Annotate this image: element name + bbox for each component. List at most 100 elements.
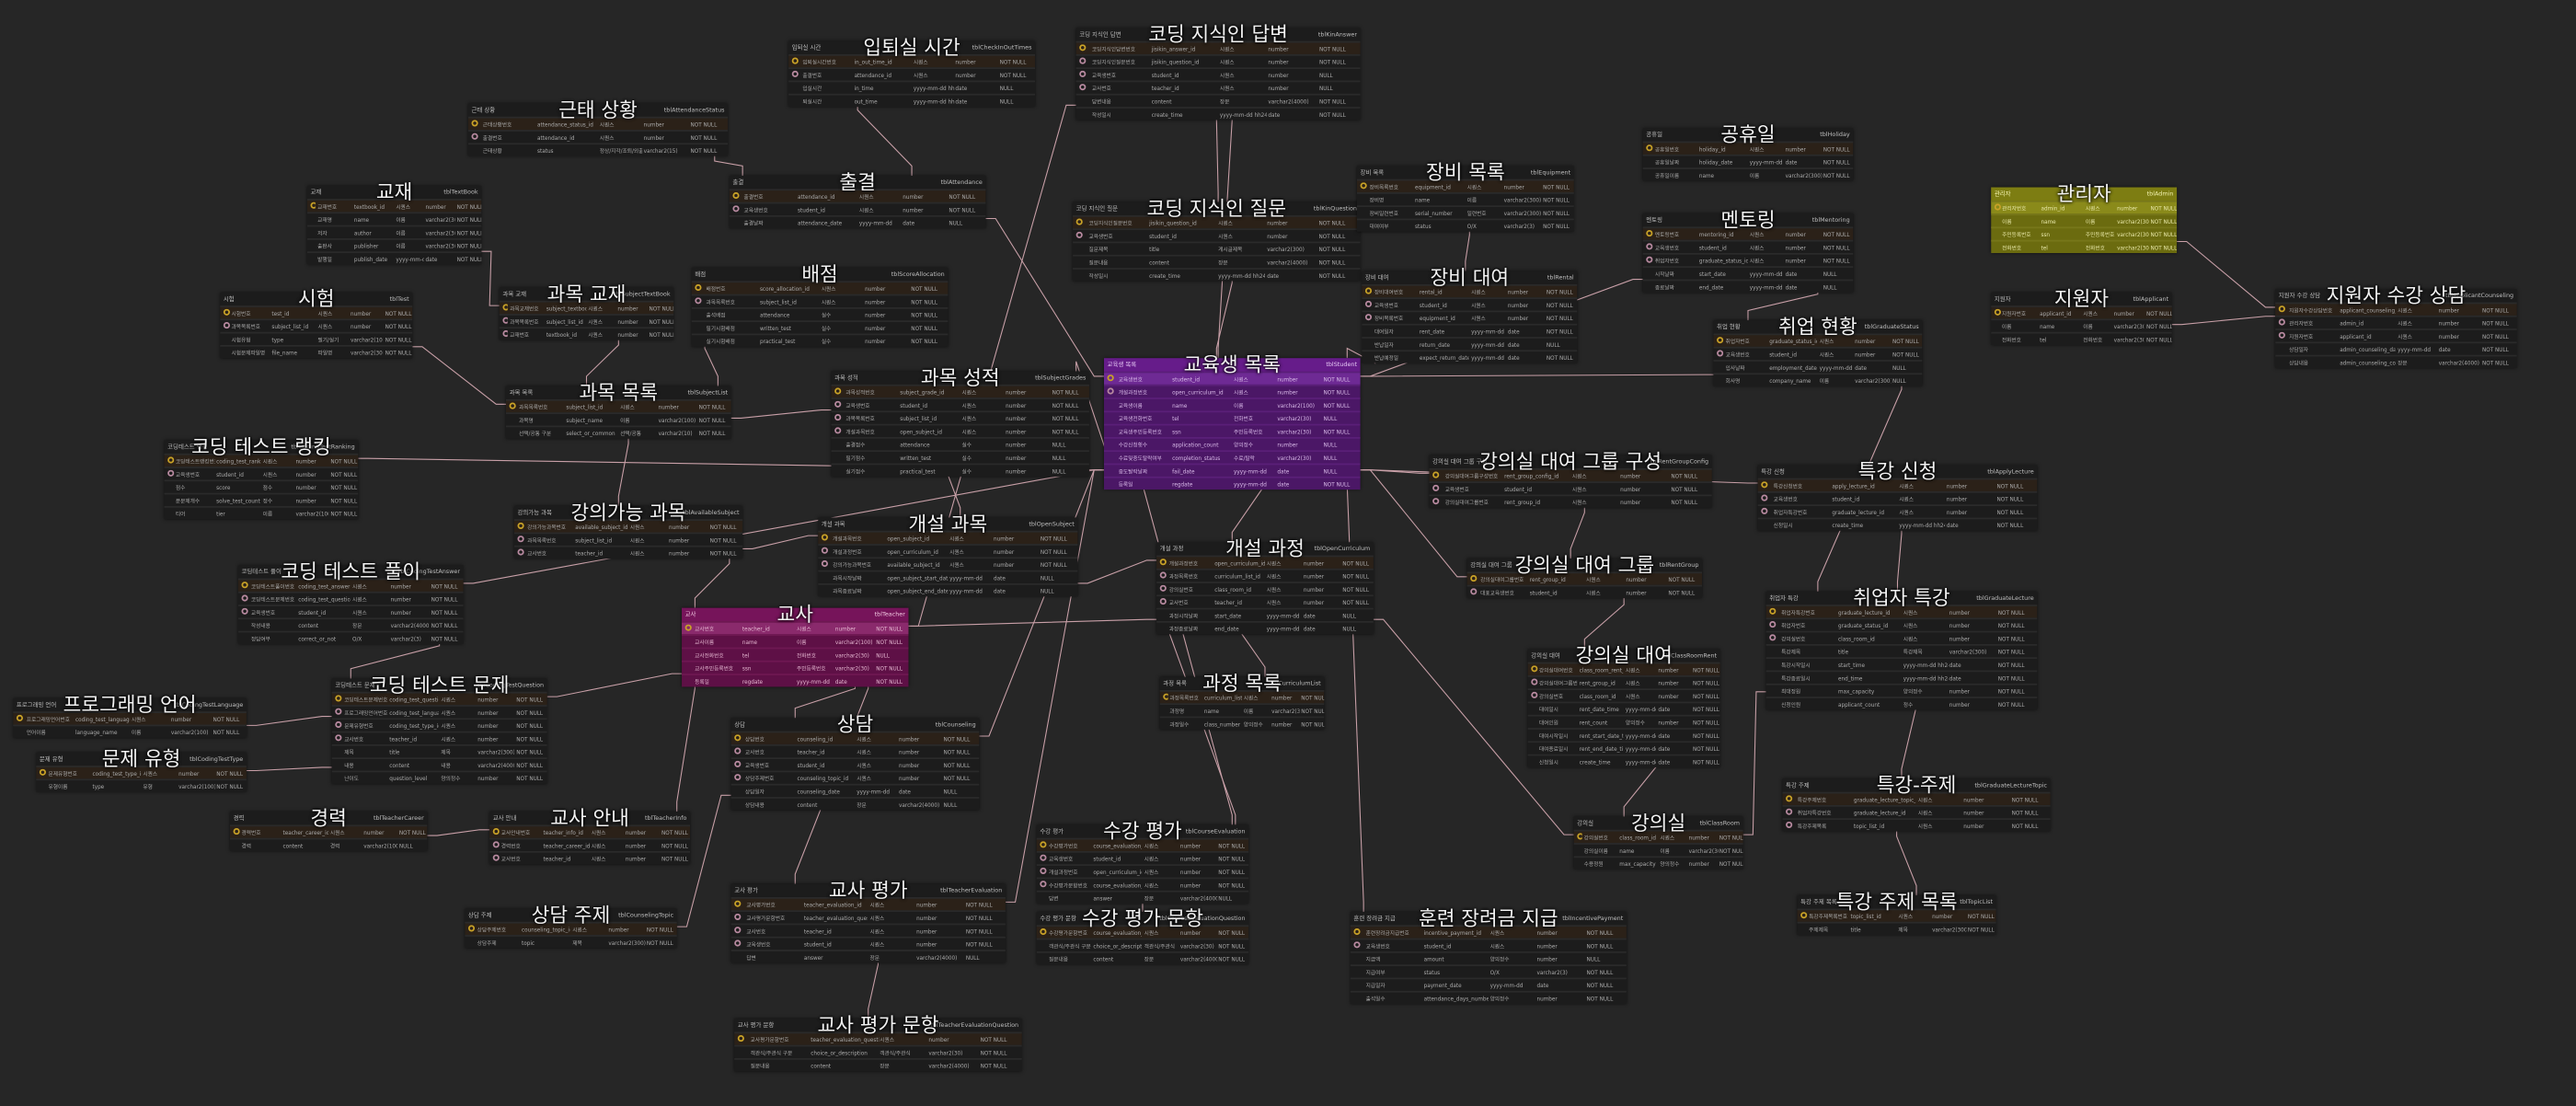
table-counseltopic[interactable]: 상담 주제 tblCounselingTopic 상담 주제 상담주제번호 co…	[465, 904, 677, 949]
relationship-line[interactable]	[1142, 475, 1233, 825]
table-header[interactable]: 강의실 대여 그룹 구성 tblRentGroupConfig 강의실 대여 그…	[1430, 450, 1712, 473]
column-row[interactable]: 교육생번호 student_id 시퀀스 number NOT NULL	[1757, 490, 2038, 504]
relationship-line[interactable]	[742, 535, 819, 549]
column-row[interactable]: 지원자번호 applicant_id 시퀀스 number NOT NULL	[2275, 328, 2517, 341]
table-holiday[interactable]: 공휴일 tblHoliday 공휴일 공휴일번호 holiday_id 시퀀스 …	[1642, 123, 1854, 181]
table-score[interactable]: 배점 tblScoreAllocation 배점 배점번호 score_allo…	[691, 263, 949, 347]
table-header[interactable]: 시험 tblTest 시험	[220, 287, 412, 310]
column-row[interactable]: 강의실번호 class_room_id 시퀀스 number NOT NULL	[1156, 582, 1374, 594]
column-row[interactable]: 상담주제번호 counseling_topic_id 시퀀스 number NO…	[465, 921, 677, 936]
column-row[interactable]: 개설과정번호 open_curriculum_id 시퀀스 number NOT…	[1036, 864, 1249, 877]
table-lecturetopic[interactable]: 특강 주제 tblGraduateLectureTopic 특강-주제 특강주제…	[1782, 774, 2051, 832]
column-row[interactable]: 대여일자 rent_date yyyy-mm-dd date NOT NULL	[1362, 323, 1578, 337]
table-student[interactable]: 교육생 목록 tblStudent 교육생 목록 교육생번호 student_i…	[1103, 353, 1361, 490]
column-row[interactable]: 필기시험배점 written_test 실수 number NOT NULL	[691, 320, 949, 333]
column-row[interactable]: 과정종료날짜 end_date yyyy-mm-dd date NULL	[1156, 620, 1374, 634]
column-row[interactable]: 교육생번호 student_id 시퀀스 number NOT NULL	[237, 605, 464, 617]
table-kinanswer[interactable]: 코딩 지식인 답변 tblKinAnswer 코딩 지식인 답변 코딩지식인답변…	[1075, 23, 1361, 121]
column-row[interactable]: 이름 name 이름 varchar2(30) NOT NULL	[1991, 213, 2178, 226]
table-header[interactable]: 입퇴실 시간 tblCheckInOutTimes 입퇴실 시간	[788, 36, 1035, 59]
column-row[interactable]: 코딩테스트랭킹번호 coding_test_ranking_id 시퀀스 num…	[164, 453, 359, 467]
column-row[interactable]: 교사전화번호 tel 전화번호 varchar2(30) NULL	[682, 647, 909, 661]
table-currlist[interactable]: 과정 목록 tblCurriculumList 과정 목록 과정목록번호 cur…	[1159, 672, 1325, 730]
column-row[interactable]: 답변 answer 장문 varchar2(4000) NULL	[1036, 890, 1249, 904]
table-header[interactable]: 경력 tblTeacherCareer 경력	[230, 807, 427, 830]
column-row[interactable]: 선택/공통 구분 select_or_common 선택/공통 varchar2…	[505, 425, 731, 438]
column-row[interactable]: 강의실대여그룹번호 rent_group_id 시퀀스 number NOT N…	[1429, 494, 1712, 507]
relationship-line[interactable]	[1215, 109, 1219, 202]
table-availsubj[interactable]: 강의가능 과목 tblAvailableSubject 강의가능 과목 강의가능…	[513, 501, 743, 559]
column-row[interactable]: 과정시작날짜 start_date yyyy-mm-dd date NULL	[1156, 607, 1374, 621]
column-row[interactable]: 신청일시 create_time yyyy-mm-dd hh24:mi date…	[1757, 517, 2038, 530]
table-header[interactable]: 근태 상황 tblAttendanceStatus 근태 상황	[468, 98, 728, 121]
table-opencurr[interactable]: 개설 과정 tblOpenCurriculum 개설 과정 개설과정번호 ope…	[1156, 537, 1374, 635]
relationship-line[interactable]	[246, 716, 332, 726]
table-header[interactable]: 강의실 tblClassRoom 강의실	[1574, 812, 1743, 835]
table-checkinout[interactable]: 입퇴실 시간 tblCheckInOutTimes 입퇴실 시간 입퇴실시간번호…	[788, 36, 1035, 108]
column-row[interactable]: 난이도 question_level 양의정수 number NOT NULL	[331, 770, 547, 783]
column-row[interactable]: 지원자수강상담번호 applicant_counseling_id 시퀀스 nu…	[2275, 302, 2517, 316]
column-row[interactable]: 교육생번호 student_id 시퀀스 number NOT NULL	[729, 202, 986, 215]
table-header[interactable]: 특강 주제 tblGraduateLectureTopic 특강-주제	[1782, 774, 2050, 797]
table-mentoring[interactable]: 멘토링 tblMentoring 멘토링 멘토링번호 mentoring_id …	[1642, 209, 1854, 293]
column-row[interactable]: 교사주민등록번호 ssn 주민등록번호 varchar2(30) NOT NUL…	[682, 660, 909, 674]
column-row[interactable]: 교육생번호 student_id 시퀀스 number NOT NULL	[1073, 228, 1361, 241]
relationship-line[interactable]	[617, 433, 629, 506]
table-gradstatus[interactable]: 취업 현황 tblGraduateStatus 취업 현황 취업자번호 grad…	[1713, 316, 1923, 386]
column-row[interactable]: 교육생번호 student_id 시퀀스 number NULL	[1075, 67, 1361, 80]
table-header[interactable]: 교사 tblTeacher 교사	[682, 603, 909, 626]
column-row[interactable]: 지원자번호 applicant_id 시퀀스 number NOT NULL	[1991, 305, 2172, 319]
column-row[interactable]: 지급액 amount 양의정수 number NULL	[1350, 950, 1627, 964]
table-header[interactable]: 상담 tblCounseling 상담	[731, 713, 980, 736]
table-header[interactable]: 특강 신청 tblApplyLecture 특강 신청	[1758, 460, 2038, 483]
column-row[interactable]: 점수 score 점수 number NOT NULL	[164, 479, 359, 492]
column-row[interactable]: 제목 title 제목 varchar2(300) NOT NULL	[331, 743, 547, 757]
column-row[interactable]: 과정목록번호 curriculum_list_id 시퀀스 number NOT…	[1156, 568, 1374, 582]
column-row[interactable]: 등록일 regdate yyyy-mm-dd date NOT NULL	[682, 674, 909, 686]
column-row[interactable]: 교육생번호 student_id 시퀀스 number NOT NULL	[1036, 850, 1249, 864]
table-career[interactable]: 경력 tblTeacherCareer 경력 경력번호 teacher_care…	[229, 807, 428, 851]
column-row[interactable]: 특강주제목록 topic_list_id 시퀀스 number NOT NULL	[1782, 818, 2051, 831]
table-header[interactable]: 과목 교재 tblSubjectTextBook 과목 교재	[500, 282, 673, 305]
column-row[interactable]: 교재번호 textbook_id 시퀀스 number NOT NULL	[499, 327, 674, 340]
relationship-line[interactable]	[857, 99, 913, 177]
column-row[interactable]: 교육생번호 student_id 시퀀스 number NOT NULL	[1713, 346, 1923, 360]
column-row[interactable]: 질문제목 title 게시글제목 varchar2(300) NOT NULL	[1073, 241, 1361, 254]
column-row[interactable]: 교사번호 teacher_id 시퀀스 number NOT NULL	[730, 923, 1006, 937]
column-row[interactable]: 출석배점 attendance 실수 number NOT NULL	[691, 306, 949, 320]
table-roomrent[interactable]: 강의실 대여 tblClassRoomRent 강의실 대여 강의실대여번호 c…	[1527, 644, 1720, 767]
column-row[interactable]: 중도탈락날짜 fail_date yyyy-mm-dd date NULL	[1103, 463, 1361, 477]
column-row[interactable]: 코딩테스트풀이번호 coding_test_answer_id 시퀀스 numb…	[237, 578, 464, 592]
column-row[interactable]: 교재명 name 이름 varchar2(300) NOT NULL	[306, 212, 482, 225]
column-row[interactable]: 지급일자 payment_date yyyy-mm-dd date NOT NU…	[1350, 977, 1627, 990]
column-row[interactable]: 강의실이름 name 이름 varchar2(300) NOT NULL	[1573, 843, 1743, 856]
column-row[interactable]: 출판사 publisher 이름 varchar2(300) NOT NULL	[306, 237, 482, 251]
column-row[interactable]: 교사번호 teacher_id 시퀀스 number NOT NULL	[682, 620, 909, 635]
column-row[interactable]: 종료날짜 end_date yyyy-mm-dd date NULL	[1642, 279, 1854, 293]
table-header[interactable]: 교사 안내 tblTeacherInfo 교사 안내	[489, 807, 690, 830]
table-header[interactable]: 취업 현황 tblGraduateStatus 취업 현황	[1713, 316, 1922, 339]
column-row[interactable]: 교육생번호 student_id 시퀀스 number NOT NULL	[1350, 938, 1627, 951]
column-row[interactable]: 상담일자 admin_counseling_date yyyy-mm-dd da…	[2275, 341, 2517, 354]
column-row[interactable]: 작성내용 content 장문 varchar2(4000) NOT NULL	[237, 617, 464, 630]
relationship-line[interactable]	[412, 346, 506, 405]
column-row[interactable]: 프로그래밍언어번호 coding_test_language_id 시퀀스 nu…	[331, 705, 547, 718]
column-row[interactable]: 취업자특강번호 graduate_lecture_id 시퀀스 number N…	[1782, 804, 2051, 818]
table-header[interactable]: 과정 목록 tblCurriculumList 과정 목록	[1160, 672, 1325, 695]
table-header[interactable]: 장비 대여 tblRental 장비 대여	[1362, 266, 1577, 289]
relationship-line[interactable]	[985, 217, 1104, 377]
relationship-line[interactable]	[546, 673, 683, 697]
table-topiclist[interactable]: 특강 주제 목록 tblTopicList 특강 주제 목록 특강주제목록번호 …	[1797, 891, 1996, 936]
table-header[interactable]: 강의실 대여 tblClassRoomRent 강의실 대여	[1528, 644, 1720, 667]
table-applylecture[interactable]: 특강 신청 tblApplyLecture 특강 신청 특강신청번호 apply…	[1757, 460, 2038, 531]
column-row[interactable]: 강의가능과목번호 available_subject_id 시퀀스 number…	[513, 519, 743, 533]
column-row[interactable]: 상담일자 counseling_date yyyy-mm-dd date NUL…	[730, 783, 980, 797]
relationship-line[interactable]	[2177, 240, 2276, 308]
column-row[interactable]: 답변내용 content 장문 varchar2(4000) NOT NULL	[1075, 93, 1361, 107]
column-row[interactable]: 교사이름 name 이름 varchar2(100) NOT NULL	[682, 634, 909, 647]
column-row[interactable]: 상담주제번호 counseling_topic_id 시퀀스 number NO…	[730, 770, 980, 783]
table-header[interactable]: 코딩테스트 풀이 tblCodingTestAnswer 코딩 테스트 풀이	[238, 560, 464, 583]
column-row[interactable]: 최대정원 max_capacity 양의정수 number NOT NULL	[1765, 683, 2038, 697]
column-row[interactable]: 과목목록번호 subject_list_id 시퀀스 number NOT NU…	[505, 398, 731, 413]
column-row[interactable]: 작성일시 create_time yyyy-mm-dd hh24:mi:ss d…	[1075, 107, 1361, 120]
